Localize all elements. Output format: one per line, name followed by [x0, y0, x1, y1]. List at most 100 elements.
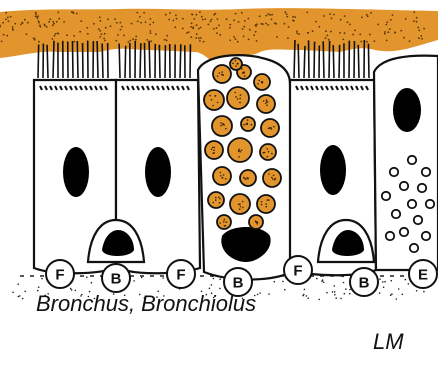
label-b2: B: [233, 275, 244, 292]
mucus-dot: [38, 41, 40, 43]
connective-dot: [390, 294, 392, 296]
granule-speck: [241, 68, 243, 70]
mucus-dot: [367, 16, 369, 18]
mucus-dot: [373, 40, 375, 42]
mucus-dot: [211, 19, 213, 21]
connective-dot: [326, 292, 328, 294]
granule-speck: [273, 126, 275, 128]
mucus-dot: [219, 34, 221, 36]
mucus-dot: [44, 25, 46, 27]
granule-speck: [222, 74, 224, 76]
granule-speck: [212, 147, 214, 149]
mucus-dot: [255, 31, 257, 33]
mucus-dot: [218, 24, 220, 26]
mucus-dot: [243, 26, 245, 28]
mucus-dot: [34, 39, 36, 41]
nucleus-2: [145, 147, 171, 197]
granule-speck: [222, 123, 224, 125]
mucus-dot: [46, 26, 48, 28]
mucus-dot: [196, 24, 198, 26]
granule-speck: [271, 128, 273, 130]
mucin-granule: [228, 138, 252, 162]
mucus-dot: [150, 40, 152, 42]
granule-speck: [255, 220, 257, 222]
connective-dot: [284, 289, 286, 291]
mucus-dot: [370, 12, 372, 14]
mucus-dot: [98, 28, 100, 30]
mucus-dot: [323, 15, 325, 17]
mucus-dot: [14, 23, 16, 25]
mucus-dot: [296, 31, 298, 33]
mucus-dot: [284, 11, 286, 13]
granule-speck: [239, 208, 241, 210]
cilium: [72, 41, 73, 78]
mucus-dot: [217, 18, 219, 20]
connective-dot: [343, 282, 345, 284]
mucus-dot: [271, 19, 273, 21]
granule-speck: [209, 95, 211, 97]
granule-speck: [223, 221, 225, 223]
connective-dot: [379, 292, 381, 294]
mucus-dot: [87, 33, 89, 35]
granule-speck: [235, 65, 237, 67]
connective-dot: [405, 279, 407, 281]
mucus-dot: [200, 27, 202, 29]
cilium: [149, 41, 150, 78]
label-b1: B: [111, 271, 122, 288]
granule-speck: [212, 105, 214, 107]
connective-dot: [18, 296, 20, 298]
mucus-dot: [307, 32, 309, 34]
granule-speck: [261, 204, 263, 206]
granule-speck: [246, 177, 248, 179]
mucus-dot: [52, 21, 54, 23]
mucus-dot: [328, 39, 330, 41]
mucus-dot: [176, 18, 178, 20]
mucin-granule: [212, 116, 232, 136]
connective-dot: [70, 288, 72, 290]
mucus-dot: [104, 40, 106, 42]
connective-dot: [302, 295, 304, 297]
granule-speck: [219, 222, 221, 224]
connective-dot: [211, 284, 213, 286]
connective-dot: [162, 277, 164, 279]
connective-dot: [133, 280, 135, 282]
mucus-dot: [201, 16, 203, 18]
connective-dot: [24, 291, 26, 293]
connective-dot: [213, 278, 215, 280]
cilium: [144, 43, 145, 78]
mucus-dot: [366, 41, 368, 43]
granule-speck: [244, 178, 246, 180]
cilium: [339, 45, 340, 78]
connective-dot: [318, 299, 320, 301]
mucus-dot: [40, 26, 42, 28]
mucus-dot: [386, 21, 388, 23]
connective-dot: [22, 298, 24, 300]
granule-speck: [232, 63, 234, 65]
mucus-dot: [268, 13, 270, 15]
mucus-dot: [243, 36, 245, 38]
mucus-dot: [145, 21, 147, 23]
granule-speck: [235, 96, 237, 98]
mucus-dot: [135, 39, 137, 41]
mucus-dot: [165, 14, 167, 16]
granule-speck: [213, 152, 215, 154]
granule-speck: [220, 125, 222, 127]
connective-dot: [340, 298, 342, 300]
mucus-dot: [418, 29, 420, 31]
mucus-dot: [216, 27, 218, 29]
mucus-dot: [143, 12, 145, 14]
mucus-dot: [188, 31, 190, 33]
mucus-dot: [150, 32, 152, 34]
mucus-dot: [175, 14, 177, 16]
mucus-dot: [114, 18, 116, 20]
connective-dot: [219, 288, 221, 290]
cilium: [368, 44, 369, 78]
mucus-dot: [48, 21, 50, 23]
mucus-dot: [315, 21, 317, 23]
mucus-dot: [306, 12, 308, 14]
connective-dot: [19, 295, 21, 297]
mucus-dot: [418, 37, 420, 39]
mucus-dot: [287, 37, 289, 39]
mucus-dot: [208, 24, 210, 26]
granule-speck: [239, 151, 241, 153]
